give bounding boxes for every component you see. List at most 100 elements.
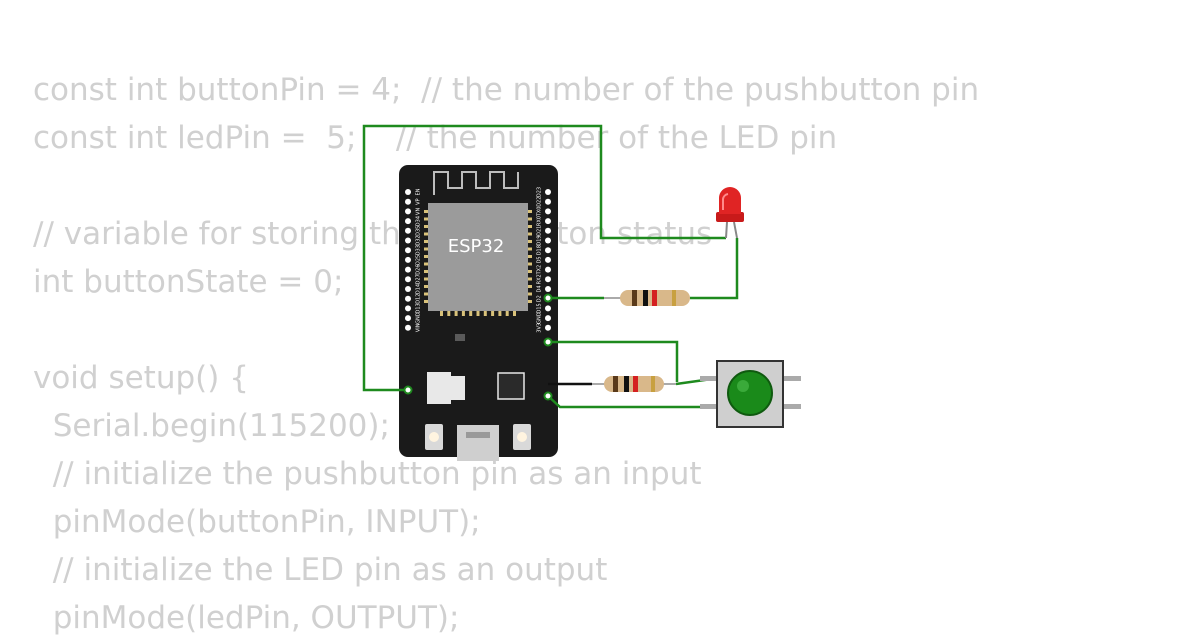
header-pin[interactable] (545, 256, 551, 263)
push-button[interactable] (700, 360, 801, 428)
header-pin[interactable] (405, 305, 411, 312)
chip-pad (424, 247, 428, 251)
resistor-led[interactable] (604, 290, 690, 306)
chip-pad (454, 311, 458, 316)
button-cap-highlight (737, 380, 749, 392)
header-pin[interactable] (545, 324, 551, 331)
pin-label: GND (537, 312, 543, 324)
chip-pad (476, 311, 480, 316)
header-pin[interactable] (405, 324, 411, 331)
resistor-band (652, 290, 657, 306)
wire-3v3-to-button (547, 395, 718, 409)
resistor-band (651, 376, 655, 392)
header-pin[interactable] (405, 198, 411, 205)
header-pin[interactable] (545, 305, 551, 312)
code-line: Serial.begin(115200); (33, 408, 390, 444)
usb-chip (497, 372, 525, 400)
chip-pad (528, 247, 532, 251)
pin-label: TX2 (537, 265, 543, 276)
header-pin[interactable] (405, 256, 411, 263)
regulator-tab (451, 376, 465, 400)
chip-pad (461, 311, 465, 316)
chip-pad (491, 311, 495, 316)
pin-label: EN (416, 188, 422, 195)
header-pin[interactable] (545, 266, 551, 273)
header-pin[interactable] (405, 266, 411, 273)
header-pin[interactable] (545, 237, 551, 244)
chip-pad (424, 277, 428, 281)
header-pin[interactable] (545, 198, 551, 205)
header-pin[interactable] (545, 218, 551, 225)
button-cap[interactable] (727, 370, 773, 416)
wire-d13-to-led (362, 124, 726, 392)
wire-endpoints (403, 293, 553, 401)
resistor-button[interactable] (592, 376, 676, 392)
header-pin[interactable] (545, 208, 551, 215)
pin-label: VN (416, 208, 422, 215)
chip-pad (483, 311, 487, 316)
header-pin[interactable] (545, 227, 551, 234)
esp32-board[interactable]: ESP32 ENVPVND34D35D32D33D25D26D27D14D12D… (399, 165, 558, 461)
pin-label: VP (416, 198, 422, 204)
resistor-band (613, 376, 618, 392)
header-pin[interactable] (405, 189, 411, 195)
pin-label: D21 (537, 226, 543, 236)
chip-label: ESP32 (448, 236, 505, 257)
header-pin[interactable] (405, 227, 411, 234)
red-led[interactable] (716, 187, 744, 239)
button-leg (783, 404, 801, 409)
antenna-trace (433, 171, 519, 195)
pin-label: D15 (537, 303, 543, 313)
header-pin[interactable] (545, 286, 551, 292)
chip-pad (528, 255, 532, 258)
wire-endpoint (543, 293, 553, 303)
chip-pad (505, 311, 509, 316)
pin-label: D22 (537, 197, 543, 207)
resistor-band (632, 290, 637, 306)
led-lead-cathode (733, 221, 738, 239)
header-pin[interactable] (405, 286, 411, 292)
header-pin[interactable] (405, 208, 411, 215)
chip-pad (528, 285, 532, 288)
chip-pad (469, 311, 473, 316)
chip-pad (528, 240, 532, 243)
header-pin[interactable] (545, 247, 551, 254)
code-line: // initialize the LED pin as an output (33, 552, 608, 588)
header-pin[interactable] (405, 237, 411, 244)
header-pin[interactable] (405, 315, 411, 322)
led-body (719, 187, 741, 214)
header-pin[interactable] (545, 315, 551, 322)
code-line: const int buttonPin = 4; // the number o… (33, 72, 980, 108)
resistor-band (672, 290, 676, 306)
pin-label: D23 (537, 187, 543, 197)
chip-pad (424, 300, 428, 303)
chip-pins-right (528, 210, 532, 303)
right-pin-labels: D23D22TX0RX0D21D19D18D5TX2RX2D4D2D15GND3… (537, 187, 543, 333)
led-base (716, 212, 744, 222)
right-pin-header (545, 189, 551, 331)
chip-pad (424, 232, 428, 236)
pin-label: D4 (537, 285, 543, 292)
wires (362, 124, 739, 409)
pin-label: 3V3 (537, 323, 543, 333)
usb-port-slot (466, 432, 490, 438)
code-line: void setup() { (33, 360, 249, 396)
header-pin[interactable] (545, 276, 551, 283)
chip-pad (528, 232, 532, 236)
boot-button-left-cap (429, 432, 439, 442)
chip-pad (424, 217, 428, 221)
chip-pad (528, 292, 532, 296)
header-pin[interactable] (545, 189, 551, 195)
chip-pad (528, 270, 532, 273)
header-pin[interactable] (405, 247, 411, 254)
button-leg (700, 376, 718, 381)
header-pin[interactable] (405, 218, 411, 225)
chip-pad (424, 225, 428, 228)
pin-label: D32 (416, 235, 422, 245)
wire-endpoint (403, 385, 413, 395)
code-line: const int ledPin = 5; // the number of t… (33, 120, 838, 156)
header-pin[interactable] (405, 295, 411, 302)
resistor-band (643, 290, 648, 306)
header-pin[interactable] (405, 276, 411, 283)
